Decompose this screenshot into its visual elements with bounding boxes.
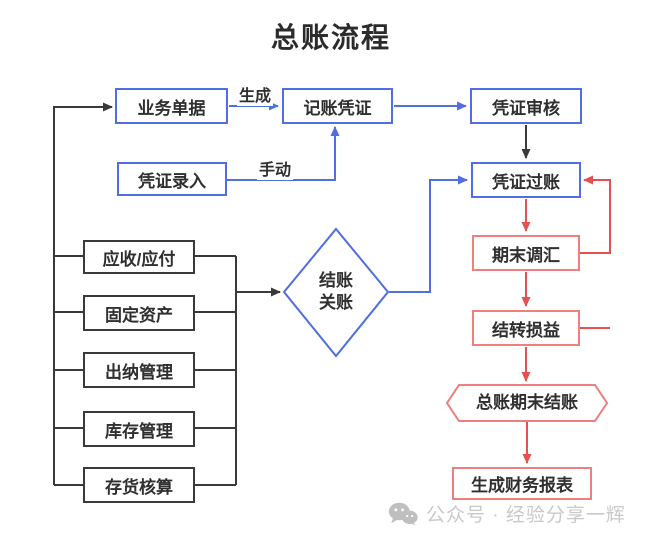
edge-label-generate: 生成	[237, 82, 274, 106]
node-business-documents: 业务单据	[115, 88, 228, 124]
watermark: 公众号 · 经验分享一辉	[388, 500, 626, 527]
closing-line1: 结账	[319, 270, 353, 290]
node-receivables-payables: 应收/应付	[83, 240, 195, 274]
node-fixed-assets: 固定资产	[83, 295, 195, 331]
node-inventory-accounting: 存货核算	[83, 467, 195, 503]
node-label: 固定资产	[105, 305, 173, 325]
node-label: 存货核算	[105, 477, 173, 497]
closing-diamond-shape	[282, 227, 390, 358]
node-label: 库存管理	[105, 421, 173, 441]
node-label: 凭证录入	[138, 171, 206, 191]
node-gl-period-end-closing-label: 总账期末结账	[447, 385, 607, 421]
page-title: 总账流程	[270, 22, 391, 53]
node-accounting-voucher: 记账凭证	[282, 88, 393, 124]
edge-label-manual: 手动	[257, 156, 294, 180]
node-carry-forward-pl: 结转损益	[472, 310, 580, 346]
edge-manual-entry-to-voucher	[227, 126, 340, 181]
node-period-end-fx: 期末调汇	[472, 235, 580, 271]
node-label: 记账凭证	[303, 98, 372, 118]
node-generate-reports: 生成财务报表	[452, 467, 592, 500]
node-inventory-management: 库存管理	[83, 411, 195, 447]
closing-line2: 关账	[319, 293, 353, 312]
edge-closing-to-posting	[389, 175, 468, 293]
node-label: 凭证审核	[492, 98, 560, 118]
node-voucher-review: 凭证审核	[470, 88, 582, 124]
node-voucher-posting: 凭证过账	[471, 162, 581, 198]
node-label: 业务单据	[137, 98, 206, 118]
node-label: 结转损益	[492, 320, 560, 340]
watermark-text: 公众号 · 经验分享一辉	[426, 505, 626, 526]
wechat-icon	[388, 502, 418, 526]
node-label: 期末调汇	[492, 245, 560, 265]
edge-loop-back-to-posting	[580, 175, 611, 254]
node-label: 凭证过账	[492, 172, 560, 192]
node-label: 应收/应付	[102, 249, 176, 269]
gl-period-end-hexagon-shape	[445, 384, 609, 422]
node-label: 生成财务报表	[471, 476, 573, 495]
node-cashier-management: 出纳管理	[83, 352, 195, 388]
node-closing-diamond-label: 结账 关账	[286, 264, 386, 320]
node-label: 出纳管理	[105, 362, 173, 382]
node-label: 总账期末结账	[476, 392, 578, 412]
node-voucher-entry: 凭证录入	[117, 162, 227, 196]
edge-modules-to-business-documents	[53, 102, 113, 485]
